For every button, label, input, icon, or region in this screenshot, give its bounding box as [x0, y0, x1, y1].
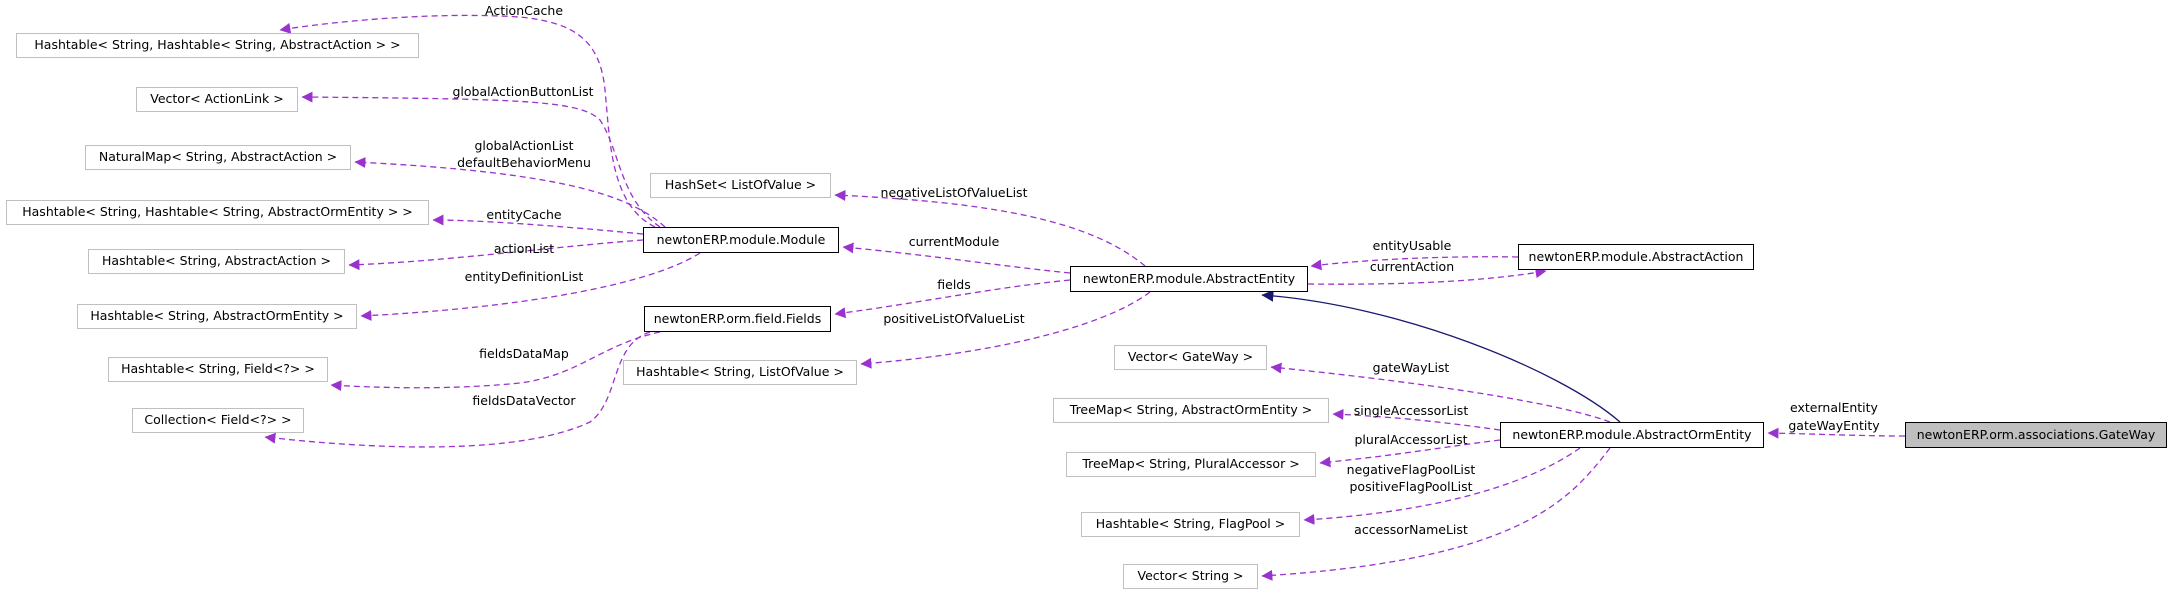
- node-abstract-orm-entity: newtonERP.module.AbstractOrmEntity: [1500, 422, 1764, 448]
- edge-label-action-list: actionList: [493, 241, 555, 256]
- edge-entity-usable: [1310, 256, 1519, 271]
- node-hashtable-listofvalue: Hashtable< String, ListOfValue >: [623, 360, 857, 385]
- node-abstract-entity: newtonERP.module.AbstractEntity: [1070, 266, 1308, 292]
- edge-accessor-name-list: [1261, 447, 1611, 581]
- node-vector-string: Vector< String >: [1123, 564, 1258, 589]
- edge-label-entity-cache: entityCache: [486, 207, 562, 222]
- edge-single-accessor-list: [1332, 408, 1501, 431]
- edge-label-negative-flag-pool-list: negativeFlagPoolList: [1346, 462, 1476, 477]
- edge-label-entity-usable: entityUsable: [1372, 238, 1452, 253]
- edge-label-current-module: currentModule: [908, 234, 1000, 249]
- edge-negative-list-of-value-list: [834, 189, 1146, 267]
- node-abstract-action: newtonERP.module.AbstractAction: [1518, 244, 1754, 270]
- edge-label-fields-data-vector: fieldsDataVector: [472, 393, 576, 408]
- node-hashtable-flagpool: Hashtable< String, FlagPool >: [1081, 512, 1300, 537]
- edge-label-default-behavior-menu: defaultBehaviorMenu: [457, 155, 591, 170]
- edge-label-current-action: currentAction: [1369, 259, 1455, 274]
- edge-inheritance-orm-entity: [1261, 289, 1621, 423]
- node-vector-gateway: Vector< GateWay >: [1114, 345, 1267, 370]
- edge-label-global-action-button-list: globalActionButtonList: [452, 84, 594, 99]
- edge-label-external-entity: externalEntity: [1790, 400, 1878, 415]
- edge-global-action-button-list: [301, 91, 661, 228]
- node-naturalmap: NaturalMap< String, AbstractAction >: [85, 145, 351, 170]
- edge-label-positive-flag-pool-list: positiveFlagPoolList: [1349, 479, 1473, 494]
- edge-label-fields-data-map: fieldsDataMap: [479, 346, 569, 361]
- edge-action-list: [348, 239, 644, 271]
- edge-gateway-associations: [1767, 427, 1906, 439]
- node-treemap-entity: TreeMap< String, AbstractOrmEntity >: [1053, 398, 1329, 423]
- node-collection-field: Collection< Field<?> >: [132, 408, 304, 433]
- edge-entity-cache: [432, 214, 644, 235]
- edge-fields: [834, 279, 1071, 319]
- edge-label-positive-list-of-value-list: positiveListOfValueList: [883, 311, 1025, 326]
- edge-label-accessor-name-list: accessorNameList: [1354, 522, 1468, 537]
- edge-entity-definition-list: [360, 252, 701, 321]
- edge-fields-data-map: [330, 331, 661, 392]
- node-hashset-listofvalue: HashSet< ListOfValue >: [650, 173, 831, 198]
- node-fields: newtonERP.orm.field.Fields: [644, 306, 831, 332]
- edge-label-plural-accessor-list: pluralAccessorList: [1354, 432, 1468, 447]
- edge-label-fields: fields: [937, 277, 971, 292]
- node-module: newtonERP.module.Module: [643, 227, 839, 253]
- edge-label-single-accessor-list: singleAccessorList: [1353, 403, 1469, 418]
- node-hashtable-entity-cache: Hashtable< String, Hashtable< String, Ab…: [6, 200, 429, 225]
- node-gateway: newtonERP.orm.associations.GateWay: [1905, 422, 2167, 448]
- node-hashtable-entity-definition: Hashtable< String, AbstractOrmEntity >: [77, 304, 357, 329]
- edge-label-gate-way-list: gateWayList: [1372, 360, 1450, 375]
- node-hashtable-action-list: Hashtable< String, AbstractAction >: [88, 249, 345, 274]
- edge-label-gate-way-entity: gateWayEntity: [1788, 418, 1880, 433]
- edge-positive-list-of-value-list: [860, 291, 1151, 369]
- edge-gate-way-list: [1270, 362, 1611, 423]
- edge-action-cache: [279, 14, 656, 228]
- edge-label-action-cache: ActionCache: [484, 3, 564, 18]
- edge-current-action: [1307, 267, 1547, 285]
- node-vector-actionlink: Vector< ActionLink >: [136, 87, 298, 112]
- edge-label-global-action-list: globalActionList: [474, 138, 574, 153]
- node-treemap-plural: TreeMap< String, PluralAccessor >: [1066, 452, 1316, 477]
- edge-label-negative-list-of-value-list: negativeListOfValueList: [880, 185, 1028, 200]
- edge-label-entity-definition-list: entityDefinitionList: [464, 269, 584, 284]
- edge-global-action-list: [354, 157, 666, 228]
- edge-flag-pool-list: [1303, 447, 1581, 525]
- node-hashtable-field: Hashtable< String, Field<?> >: [108, 357, 328, 382]
- edge-fields-data-vector: [264, 331, 651, 448]
- node-hashtable-action-cache: Hashtable< String, Hashtable< String, Ab…: [16, 33, 419, 58]
- edge-plural-accessor-list: [1319, 439, 1501, 468]
